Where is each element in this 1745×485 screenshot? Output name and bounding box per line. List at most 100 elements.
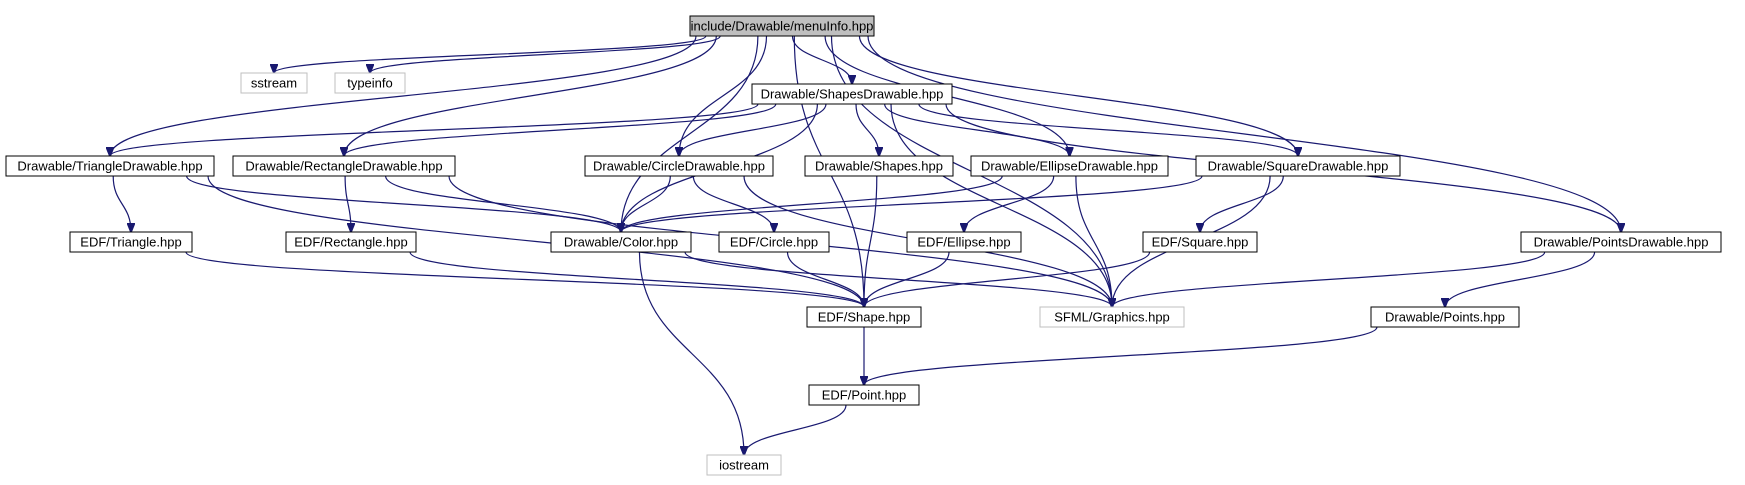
node-edfshape-box <box>806 306 922 328</box>
edge-root-to-sstream <box>274 35 707 73</box>
edge-squaredrawable-to-edfsquare <box>1200 175 1284 232</box>
edge-edfcircle-to-edfshape <box>786 251 865 307</box>
node-edfellipse[interactable]: EDF/Ellipse.hpp <box>906 231 1022 253</box>
node-edfellipse-box <box>906 231 1022 253</box>
edge-triangledrawable-to-edfshape <box>207 175 864 307</box>
node-pointsdrawable-box <box>1520 231 1722 253</box>
edge-shapesdrawable-to-sfml <box>890 103 1112 307</box>
node-edfsquare[interactable]: EDF/Square.hpp <box>1142 231 1258 253</box>
node-squaredrawable-box <box>1195 155 1401 177</box>
edge-ellipsedrawable-to-sfml <box>1075 175 1112 307</box>
node-circledrawable[interactable]: Drawable/CircleDrawable.hpp <box>584 155 774 177</box>
node-ellipsedrawable-box <box>970 155 1169 177</box>
node-edfcircle[interactable]: EDF/Circle.hpp <box>718 231 830 253</box>
node-edfsquare-label: EDF/Square.hpp <box>1152 235 1249 250</box>
node-rectangledrawable-label: Drawable/RectangleDrawable.hpp <box>245 159 442 174</box>
node-triangledrawable[interactable]: Drawable/TriangleDrawable.hpp <box>5 155 215 177</box>
edge-points-to-edfpoint <box>864 326 1378 385</box>
node-circledrawable-box <box>584 155 774 177</box>
node-color-label: Drawable/Color.hpp <box>564 235 678 250</box>
edge-ellipsedrawable-to-color <box>621 175 1003 232</box>
node-root-label: include/Drawable/menuInfo.hpp <box>691 19 874 34</box>
node-sstream-label: sstream <box>251 76 297 91</box>
edge-edfsquare-to-edfshape <box>864 251 1151 307</box>
node-shapesdrawable-label: Drawable/ShapesDrawable.hpp <box>761 87 944 102</box>
node-edfrectangle-label: EDF/Rectangle.hpp <box>294 235 407 250</box>
node-sfml: SFML/Graphics.hpp <box>1039 306 1185 328</box>
edges-layer <box>110 35 1621 455</box>
node-iostream-label: iostream <box>719 458 769 473</box>
edge-triangledrawable-to-color <box>186 175 621 232</box>
node-shapes-label: Drawable/Shapes.hpp <box>815 159 943 174</box>
edge-rectangledrawable-to-edfrectangle <box>344 175 351 232</box>
edge-shapesdrawable-to-triangledrawable <box>110 103 759 156</box>
node-edfsquare-box <box>1142 231 1258 253</box>
node-squaredrawable[interactable]: Drawable/SquareDrawable.hpp <box>1195 155 1401 177</box>
node-root[interactable]: include/Drawable/menuInfo.hpp <box>689 15 875 37</box>
node-points[interactable]: Drawable/Points.hpp <box>1370 306 1520 328</box>
node-edfcircle-box <box>718 231 830 253</box>
node-shapes-box <box>804 155 954 177</box>
node-edfpoint-label: EDF/Point.hpp <box>822 388 907 403</box>
node-edfcircle-label: EDF/Circle.hpp <box>730 235 818 250</box>
edge-shapesdrawable-to-squaredrawable <box>918 103 1298 156</box>
edge-color-to-iostream <box>638 251 745 455</box>
node-points-box <box>1370 306 1520 328</box>
edge-root-to-pointsdrawable <box>867 35 1621 232</box>
edge-edftriangle-to-edfshape <box>185 251 864 307</box>
node-edftriangle-label: EDF/Triangle.hpp <box>80 235 181 250</box>
edge-shapes-to-edfshape <box>864 175 878 307</box>
node-edfshape[interactable]: EDF/Shape.hpp <box>806 306 922 328</box>
edge-edfrectangle-to-edfshape <box>409 251 864 307</box>
node-edfrectangle[interactable]: EDF/Rectangle.hpp <box>285 231 417 253</box>
node-sstream: sstream <box>240 72 308 94</box>
node-color[interactable]: Drawable/Color.hpp <box>550 231 692 253</box>
node-points-label: Drawable/Points.hpp <box>1385 310 1505 325</box>
edge-shapesdrawable-to-rectangledrawable <box>344 103 777 156</box>
node-edfpoint-box <box>808 384 920 406</box>
edge-color-to-sfml <box>684 251 1112 307</box>
edge-rectangledrawable-to-color <box>385 175 621 232</box>
node-edfpoint[interactable]: EDF/Point.hpp <box>808 384 920 406</box>
edge-circledrawable-to-edfcircle <box>692 175 774 232</box>
edge-root-to-circledrawable <box>679 35 768 156</box>
node-sfml-label: SFML/Graphics.hpp <box>1054 310 1170 325</box>
edge-pointsdrawable-to-sfml <box>1112 251 1546 307</box>
node-triangledrawable-box <box>5 155 215 177</box>
node-pointsdrawable[interactable]: Drawable/PointsDrawable.hpp <box>1520 231 1722 253</box>
node-circledrawable-label: Drawable/CircleDrawable.hpp <box>593 159 765 174</box>
node-ellipsedrawable-label: Drawable/EllipseDrawable.hpp <box>981 159 1158 174</box>
node-iostream-box <box>706 454 782 476</box>
node-squaredrawable-label: Drawable/SquareDrawable.hpp <box>1208 159 1389 174</box>
node-color-box <box>550 231 692 253</box>
edge-edfpoint-to-iostream <box>744 404 847 455</box>
node-edftriangle[interactable]: EDF/Triangle.hpp <box>69 231 193 253</box>
edge-root-to-typeinfo <box>370 35 721 73</box>
node-shapes[interactable]: Drawable/Shapes.hpp <box>804 155 954 177</box>
node-pointsdrawable-label: Drawable/PointsDrawable.hpp <box>1534 235 1709 250</box>
node-shapesdrawable[interactable]: Drawable/ShapesDrawable.hpp <box>751 83 953 105</box>
node-iostream: iostream <box>706 454 782 476</box>
edge-root-to-shapesdrawable <box>791 35 853 84</box>
edge-root-to-triangledrawable <box>110 35 697 156</box>
edge-root-to-color <box>621 35 759 232</box>
node-ellipsedrawable[interactable]: Drawable/EllipseDrawable.hpp <box>970 155 1169 177</box>
node-root-box <box>689 15 875 37</box>
node-sstream-box <box>240 72 308 94</box>
edge-circledrawable-to-color <box>621 175 671 232</box>
node-rectangledrawable[interactable]: Drawable/RectangleDrawable.hpp <box>232 155 456 177</box>
node-edfellipse-label: EDF/Ellipse.hpp <box>917 235 1010 250</box>
edge-pointsdrawable-to-points <box>1445 251 1596 307</box>
edge-shapesdrawable-to-circledrawable <box>679 103 827 156</box>
edge-root-to-rectangledrawable <box>344 35 717 156</box>
edge-squaredrawable-to-color <box>621 175 1203 232</box>
node-shapesdrawable-box <box>751 83 953 105</box>
edge-ellipsedrawable-to-edfellipse <box>964 175 1055 232</box>
node-edfrectangle-box <box>285 231 417 253</box>
edge-shapesdrawable-to-shapes <box>855 103 879 156</box>
edge-triangledrawable-to-edftriangle <box>112 175 131 232</box>
node-edftriangle-box <box>69 231 193 253</box>
node-rectangledrawable-box <box>232 155 456 177</box>
